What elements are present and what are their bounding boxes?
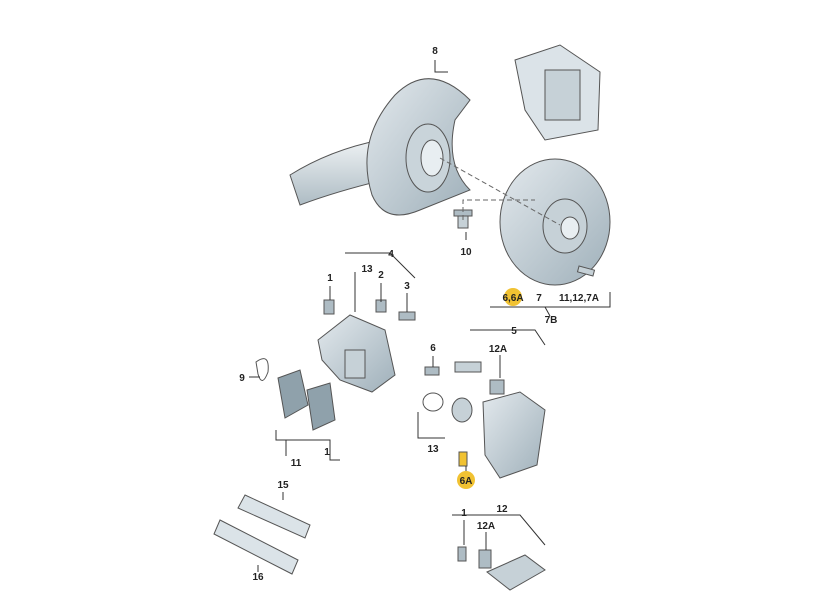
label-8: 8 (432, 46, 438, 57)
brake-pads (277, 369, 336, 431)
label-2: 2 (378, 270, 384, 281)
label-12A-mid: 12A (489, 344, 507, 355)
label-13-bottom: 13 (427, 444, 439, 455)
label-7: 7 (536, 293, 542, 304)
label-13-top: 13 (361, 264, 373, 275)
label-6A: 6A (460, 476, 473, 487)
label-1-left: 1 (327, 273, 333, 284)
label-3: 3 (404, 281, 410, 292)
caliper-top (514, 44, 601, 141)
label-16: 16 (252, 572, 264, 583)
label-11: 11 (291, 458, 302, 469)
label-12A-kit: 12A (477, 521, 495, 532)
label-15: 15 (277, 480, 289, 491)
label-6-6A: 6,6A (502, 293, 523, 304)
label-5: 5 (511, 326, 517, 337)
label-12: 12 (496, 504, 508, 515)
backing-plate (366, 78, 471, 216)
caliper-housing (317, 299, 416, 393)
label-11-12-7A: 11,12,7A (559, 293, 599, 304)
label-6: 6 (430, 343, 436, 354)
label-1-kit: 1 (461, 508, 467, 519)
label-4: 4 (388, 249, 394, 260)
caliper-bracket (422, 361, 546, 479)
label-1-pads: 1 (324, 447, 330, 458)
repair-kit (457, 546, 546, 591)
grease-tubes (213, 494, 311, 575)
label-10: 10 (460, 247, 472, 258)
label-7B: 7B (545, 315, 558, 326)
label-9: 9 (239, 373, 245, 384)
disc-screw (576, 265, 596, 277)
spring-clip (255, 358, 269, 381)
